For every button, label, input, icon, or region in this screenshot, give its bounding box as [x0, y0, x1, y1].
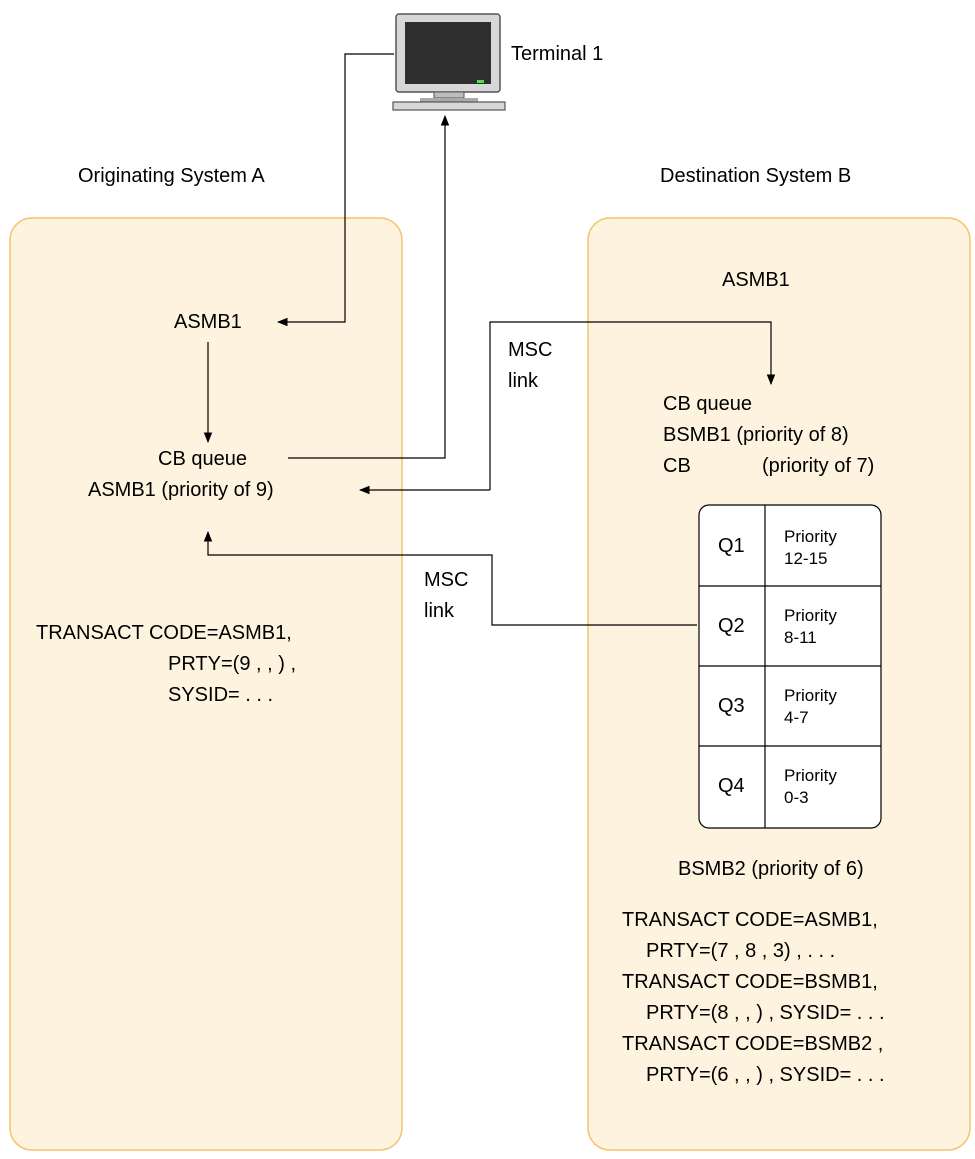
- terminal-label: Terminal 1: [511, 43, 604, 65]
- system-a-title: Originating System A: [78, 165, 265, 187]
- terminal-icon: [392, 13, 506, 111]
- system-b-queue-entry-2-name: CB: [663, 455, 691, 477]
- msc-link-label-1-line-1: MSC: [508, 339, 553, 361]
- system-b-macro-line-5: TRANSACT CODE=BSMB2 ,: [622, 1033, 884, 1055]
- system-a-macro-line-3: SYSID= . . .: [168, 684, 274, 706]
- system-a-box: [9, 217, 403, 1151]
- queue-priority-range-q1: 12-15: [784, 549, 828, 568]
- system-b-transaction: ASMB1: [722, 269, 790, 291]
- system-b-macro-line-3: TRANSACT CODE=BSMB1,: [622, 971, 878, 993]
- arrow-q2-to-system-a: [203, 530, 697, 626]
- queue-name-q3: Q3: [718, 695, 745, 717]
- msc-link-label-2-line-1: MSC: [424, 569, 469, 591]
- system-b-title: Destination System B: [660, 165, 852, 187]
- queue-name-q4: Q4: [718, 775, 745, 797]
- system-b-queue-title: CB queue: [663, 393, 752, 415]
- arrow-msc-link-to-system-b: [489, 321, 776, 490]
- system-b-queue-entry-2-priority: (priority of 7): [762, 455, 875, 477]
- queue-priority-label-q2: Priority: [784, 606, 837, 625]
- system-b-macro-line-1: TRANSACT CODE=ASMB1,: [622, 909, 878, 931]
- system-a-transaction: ASMB1: [174, 311, 242, 333]
- queue-name-q1: Q1: [718, 535, 745, 557]
- queue-name-q2: Q2: [718, 615, 745, 637]
- priority-queue-table: [698, 504, 882, 829]
- system-b-macro-line-6: PRTY=(6 , , ) , SYSID= . . .: [646, 1064, 885, 1086]
- system-b-queue-entry-1: BSMB1 (priority of 8): [663, 424, 849, 446]
- system-b-macro-line-2: PRTY=(7 , 8 , 3) , . . .: [646, 940, 836, 962]
- arrow-cb-queue-to-terminal: [288, 114, 450, 459]
- system-a-queue-title: CB queue: [158, 448, 247, 470]
- arrow-terminal-to-asmb1: [276, 53, 394, 327]
- system-b-bsmb2: BSMB2 (priority of 6): [678, 858, 864, 880]
- msc-link-label-2-line-2: link: [424, 600, 455, 622]
- queue-priority-label-q4: Priority: [784, 766, 837, 785]
- queue-priority-range-q2: 8-11: [784, 628, 817, 647]
- system-a-macro-line-2: PRTY=(9 , , ) ,: [168, 653, 296, 675]
- system-b-macro-line-4: PRTY=(8 , , ) , SYSID= . . .: [646, 1002, 885, 1024]
- system-a-macro-line-1: TRANSACT CODE=ASMB1,: [36, 622, 292, 644]
- system-a-queue-entry: ASMB1 (priority of 9): [88, 479, 274, 501]
- msc-link-label-1-line-2: link: [508, 370, 539, 392]
- queue-priority-label-q3: Priority: [784, 686, 837, 705]
- queue-priority-label-q1: Priority: [784, 527, 837, 546]
- queue-priority-range-q4: 0-3: [784, 788, 809, 807]
- queue-priority-range-q3: 4-7: [784, 708, 809, 727]
